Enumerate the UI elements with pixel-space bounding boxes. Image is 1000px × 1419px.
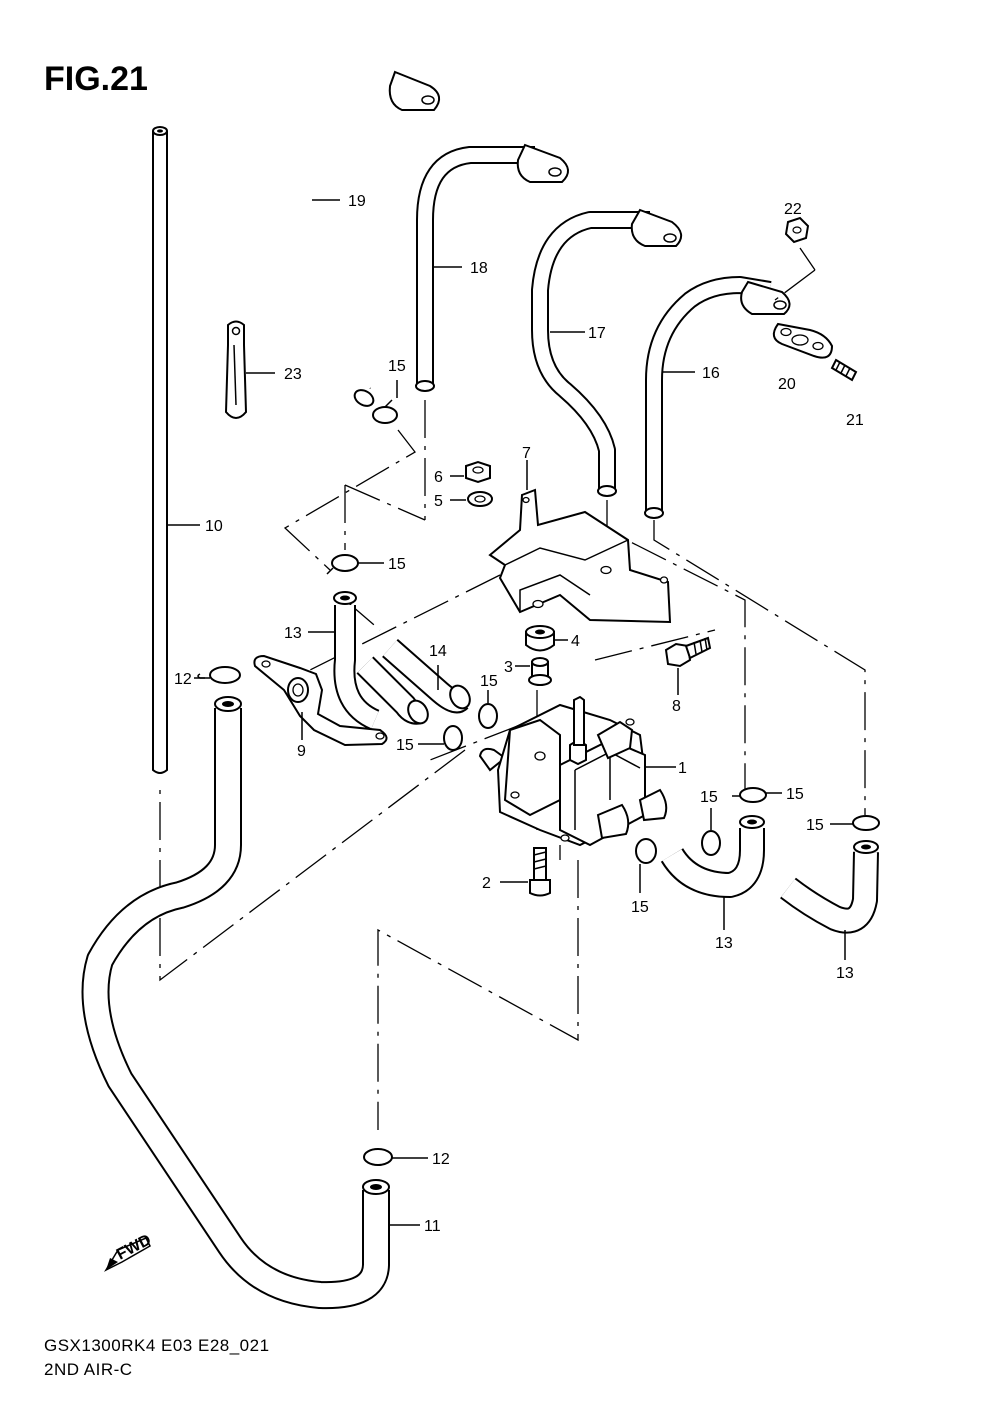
- callout-4: 4: [571, 633, 580, 650]
- part-15-clip-right: [732, 787, 782, 803]
- forward-direction-arrow: FWD: [104, 1231, 154, 1272]
- callout-13-upper: 13: [284, 625, 302, 642]
- part-8-bolt: [664, 636, 712, 695]
- callout-15-c: 15: [480, 673, 498, 690]
- callout-2: 2: [482, 875, 491, 892]
- part-23-hose-clamp: [224, 320, 275, 419]
- part-9-bracket: [253, 654, 388, 747]
- callout-22: 22: [784, 201, 802, 218]
- part-15-clip-valve-lower: [635, 838, 657, 893]
- callout-18: 18: [470, 260, 488, 277]
- part-15-clip-bracket: [418, 725, 463, 751]
- callout-1: 1: [678, 760, 687, 777]
- assembly-reference-lines: [159, 400, 866, 1130]
- callout-13-lower-right: 13: [836, 965, 854, 982]
- part-7-bracket: [488, 460, 672, 624]
- part-11-hose: [81, 696, 420, 1310]
- section-name: 2ND AIR-C: [44, 1360, 133, 1379]
- part-15-clip-valve-right: [701, 808, 721, 856]
- part-22-nut: [774, 216, 816, 301]
- model-code: GSX1300RK4 E03 E28_021: [44, 1336, 270, 1355]
- part-15-clip-far-right: [830, 815, 880, 831]
- callout-8: 8: [672, 698, 681, 715]
- callout-20: 20: [778, 376, 796, 393]
- part-17-air-pipe: [531, 208, 683, 497]
- callout-10: 10: [205, 518, 223, 535]
- part-15-clip-pipe19: [372, 380, 398, 424]
- callout-14: 14: [429, 643, 447, 660]
- part-20-gasket: [772, 322, 834, 359]
- part-16-air-pipe: [644, 276, 791, 519]
- part-10-long-hose: [152, 126, 200, 774]
- callout-15-a: 15: [388, 358, 406, 375]
- part-3-collar: [515, 657, 552, 686]
- part-5-washer: [450, 491, 493, 507]
- part-13-hose-lower-right: [780, 840, 879, 960]
- callout-11: 11: [424, 1218, 441, 1235]
- callout-9: 9: [297, 743, 306, 760]
- callout-labels: 1 2 3 4 5 6 7 8 9 10 11 12 12 13 13 13 1…: [174, 193, 864, 1235]
- callout-15-f: 15: [786, 786, 804, 803]
- part-13-hose-lower-left: [660, 815, 765, 930]
- part-13-hose-upper: [308, 591, 380, 731]
- part-18-air-pipe: [415, 143, 569, 392]
- callout-7: 7: [522, 445, 531, 462]
- callout-6: 6: [434, 469, 443, 486]
- callout-15-d: 15: [396, 737, 414, 754]
- part-12-clip-lower: [363, 1148, 428, 1166]
- callout-16: 16: [702, 365, 720, 382]
- callout-5: 5: [434, 493, 443, 510]
- callout-3: 3: [504, 659, 513, 676]
- callout-15-h: 15: [631, 899, 649, 916]
- part-19-air-pipe: [293, 70, 441, 407]
- callout-17: 17: [588, 325, 606, 342]
- part-12-clip-upper: [194, 666, 241, 684]
- callout-15-g: 15: [806, 817, 824, 834]
- callout-12-upper: 12: [174, 671, 192, 688]
- part-15-clip-mid: [326, 554, 384, 575]
- callout-19: 19: [348, 193, 366, 210]
- figure-title: FIG.21: [44, 60, 148, 98]
- callout-23: 23: [284, 366, 302, 383]
- callout-12-lower: 12: [432, 1151, 450, 1168]
- callout-21: 21: [846, 412, 864, 429]
- part-1-air-valve: [478, 695, 676, 847]
- part-21-stud-bolt: [830, 358, 858, 382]
- callout-15-e: 15: [700, 789, 718, 806]
- part-6-nut: [450, 460, 491, 484]
- part-4-grommet: [525, 625, 568, 652]
- fwd-label: FWD: [114, 1231, 154, 1263]
- callout-15-b: 15: [388, 556, 406, 573]
- callout-13-lower-left: 13: [715, 935, 733, 952]
- part-15-clip-hose14: [478, 690, 498, 729]
- part-14-hose: [356, 638, 471, 725]
- part-2-bolt: [500, 847, 551, 897]
